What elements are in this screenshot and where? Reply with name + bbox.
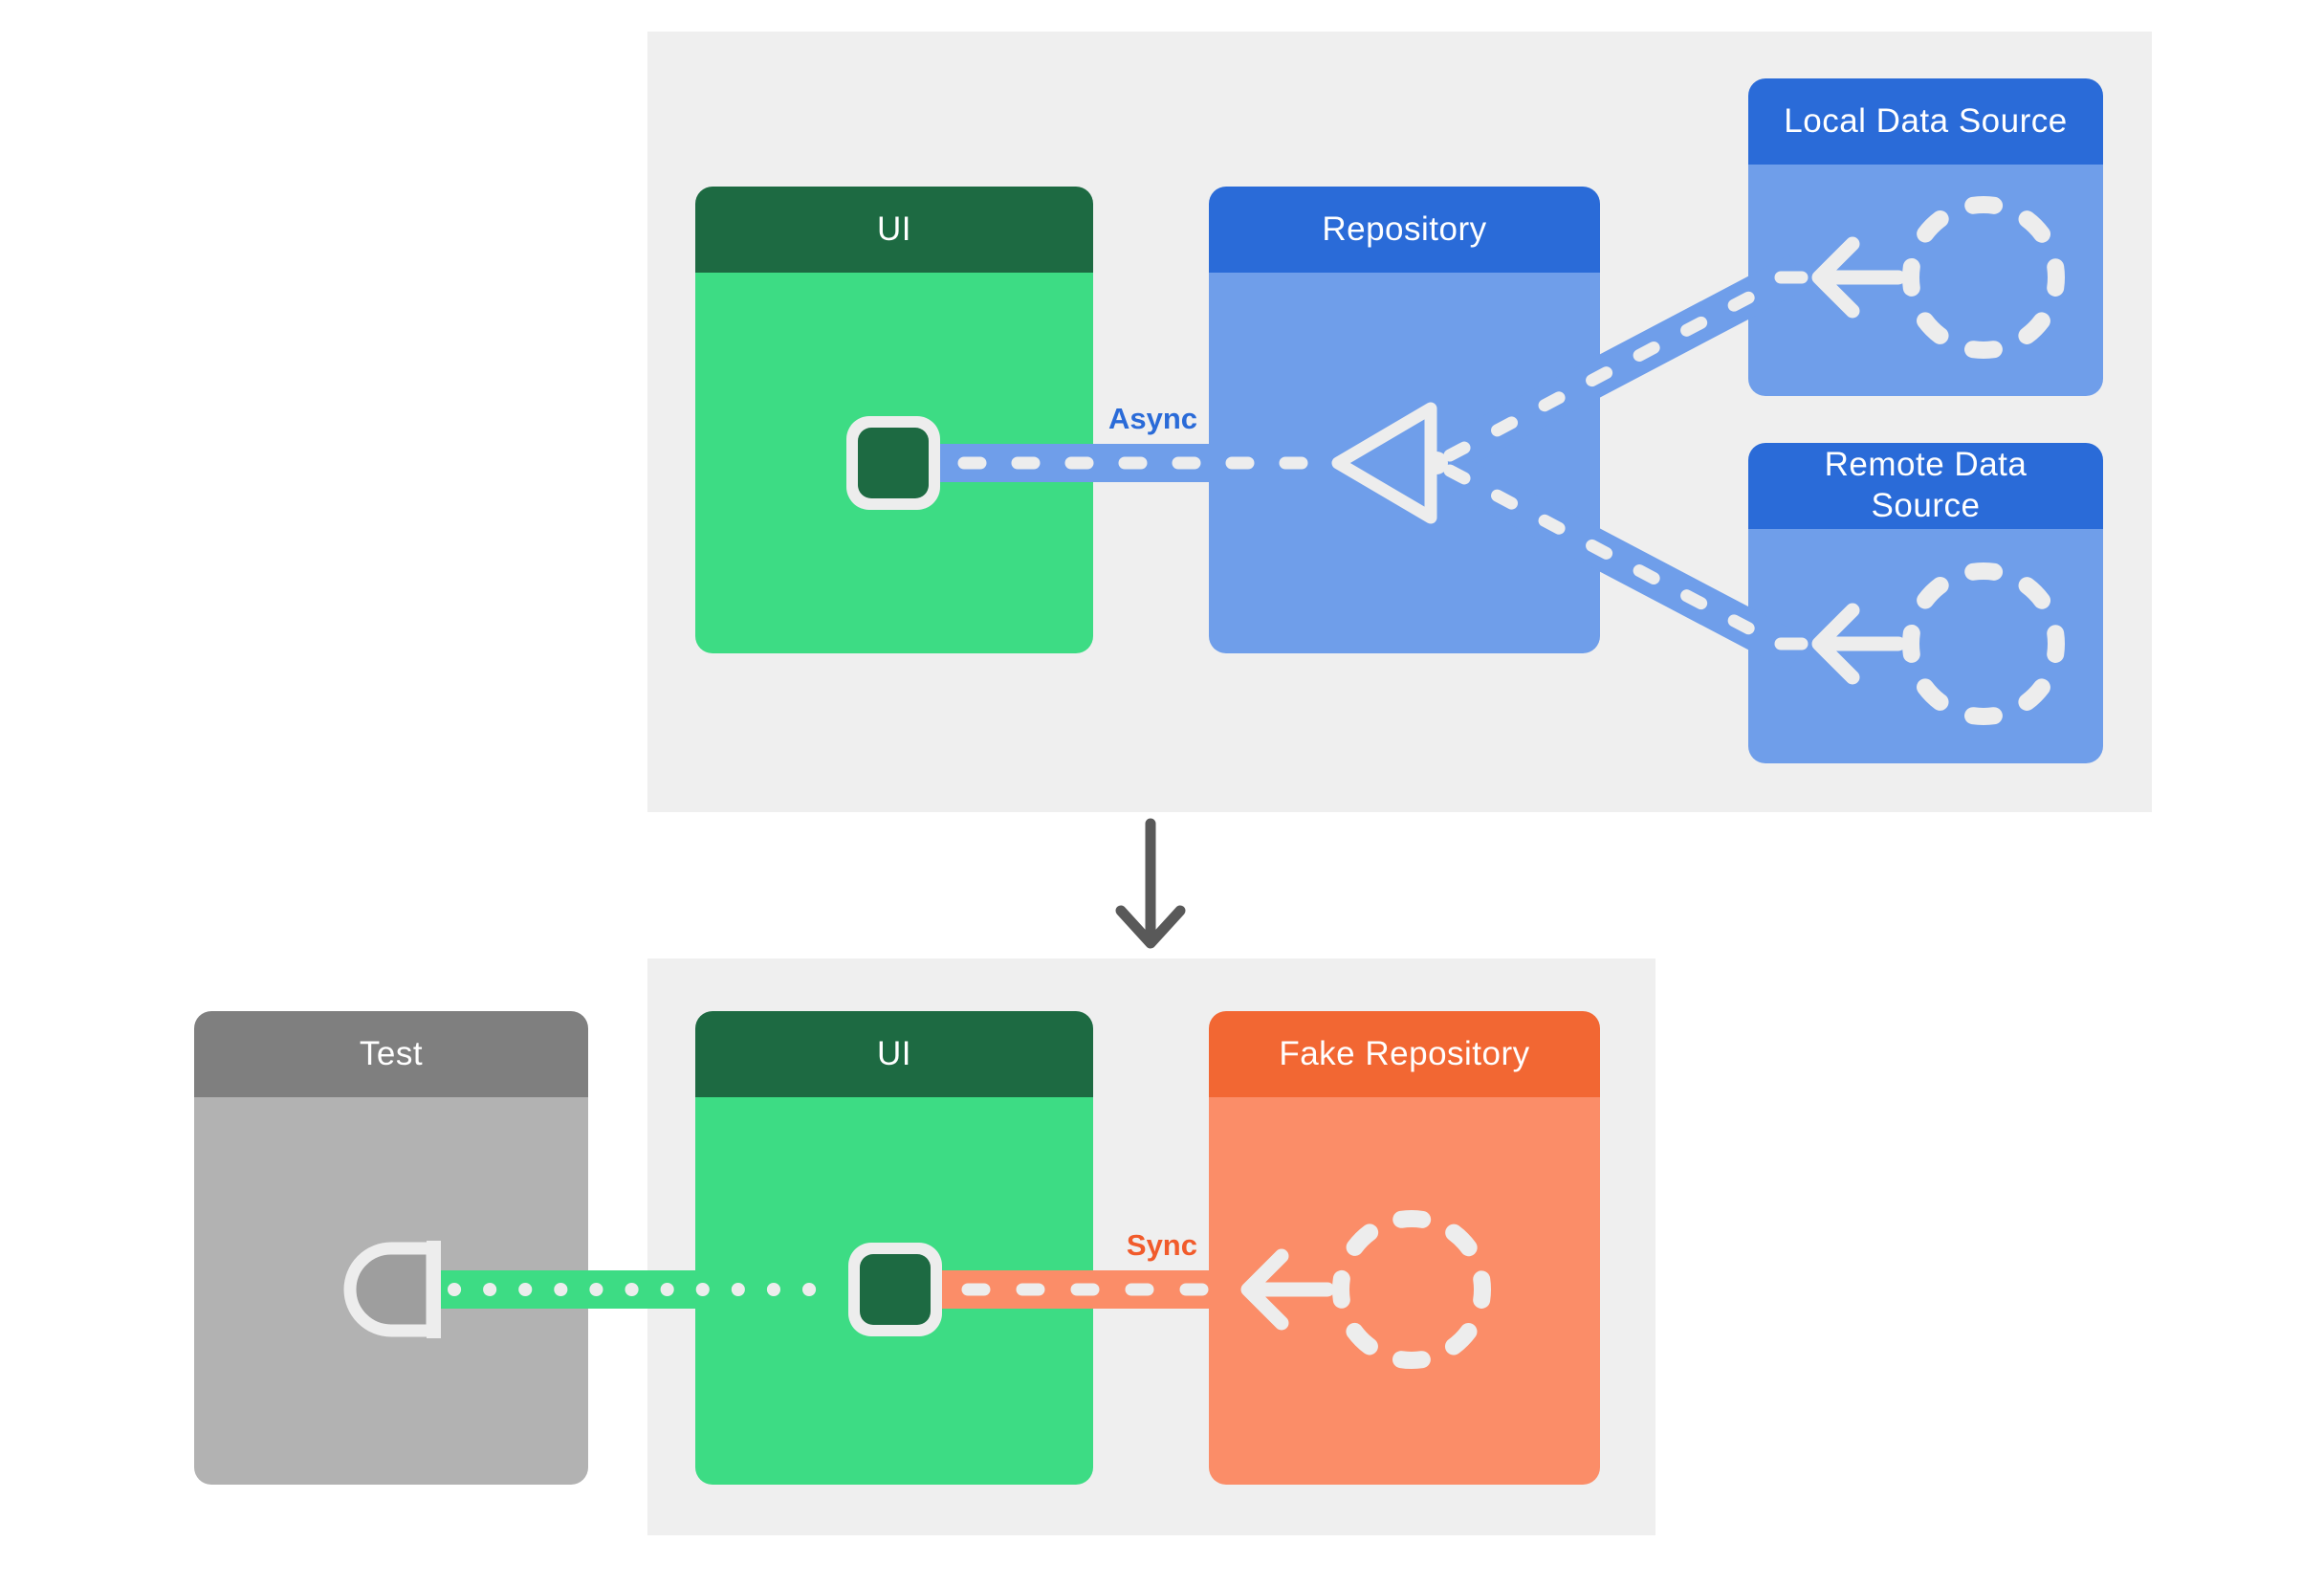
async-label: Async	[1107, 402, 1197, 435]
test-box-body	[194, 1097, 588, 1485]
down-arrow-icon	[1115, 818, 1186, 949]
remote-data-source-title: Remote Data Source	[1748, 443, 2103, 529]
repository-box: Repository	[1209, 187, 1600, 653]
repository-box-title: Repository	[1209, 187, 1600, 273]
remote-data-source-body	[1748, 529, 2103, 763]
fake-repository-title: Fake Repository	[1209, 1011, 1600, 1097]
repository-box-body	[1209, 273, 1600, 653]
ui-box-top-body	[695, 273, 1093, 653]
remote-data-source-box: Remote Data Source	[1748, 443, 2103, 763]
test-box-title: Test	[194, 1011, 588, 1097]
ui-box-bottom-body	[695, 1097, 1093, 1485]
fake-repository-body	[1209, 1097, 1600, 1485]
local-data-source-body	[1748, 165, 2103, 396]
ui-box-bottom: UI	[695, 1011, 1093, 1485]
ui-box-bottom-title: UI	[695, 1011, 1093, 1097]
ui-box-top: UI	[695, 187, 1093, 653]
local-data-source-box: Local Data Source	[1748, 78, 2103, 396]
ui-box-top-title: UI	[695, 187, 1093, 273]
local-data-source-title: Local Data Source	[1748, 78, 2103, 165]
sync-label: Sync	[1126, 1228, 1197, 1262]
test-box: Test	[194, 1011, 588, 1485]
fake-repository-box: Fake Repository	[1209, 1011, 1600, 1485]
